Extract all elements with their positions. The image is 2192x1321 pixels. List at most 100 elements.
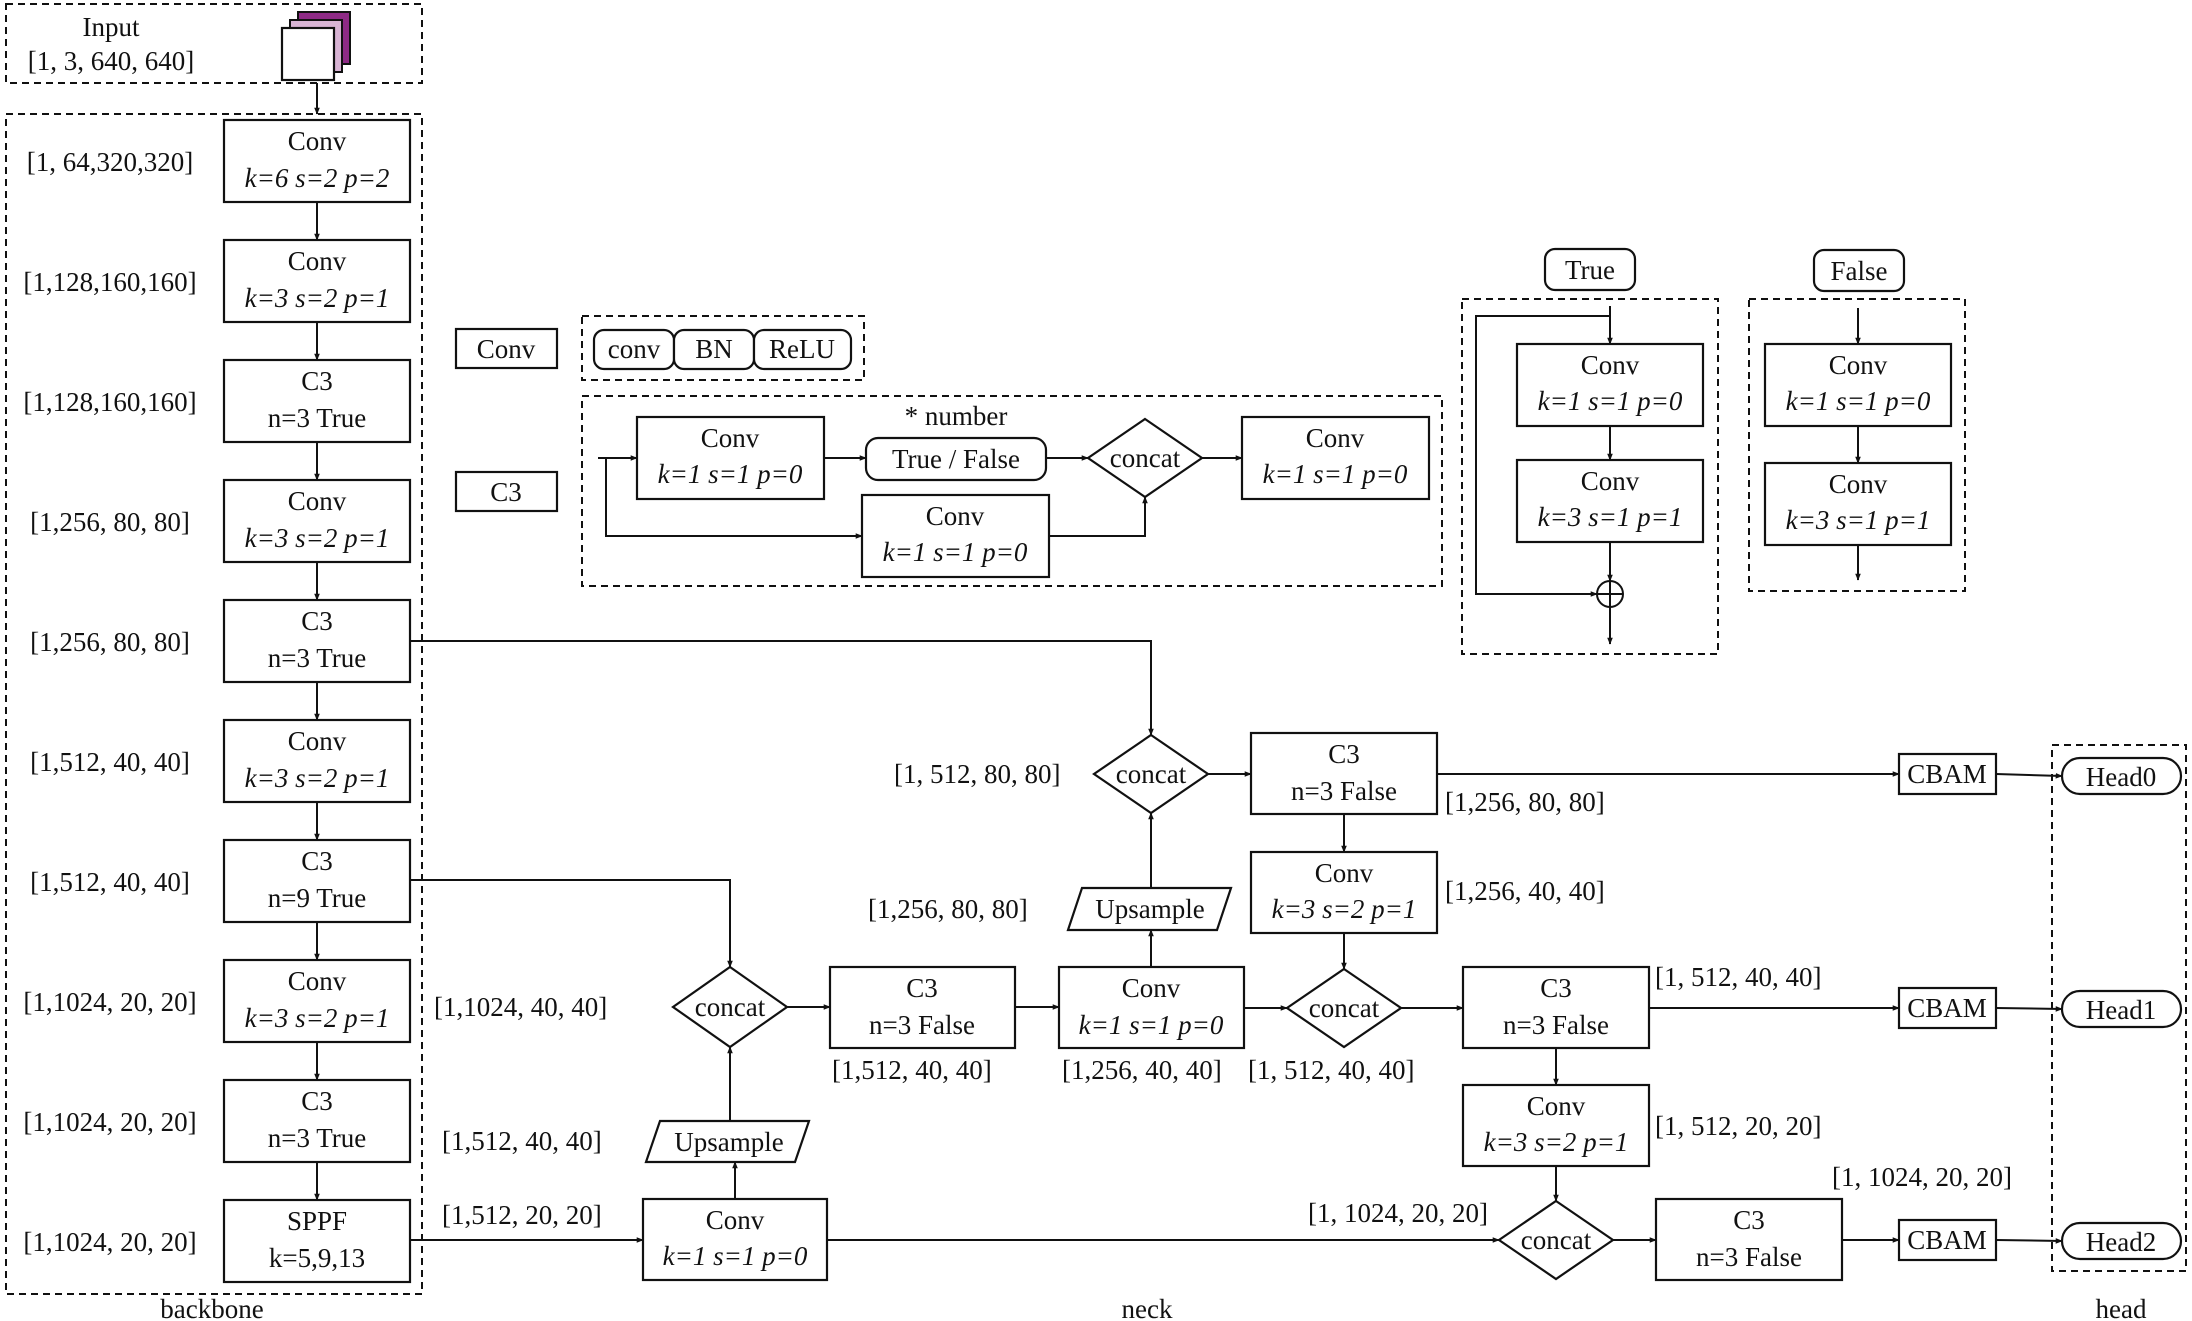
shape-c3-c-out: [1, 512, 40, 40] — [1655, 962, 1821, 992]
legend-false-conv2-params: k=3 s=1 p=1 — [1786, 505, 1931, 535]
legend-bn-part-label: BN — [695, 334, 733, 364]
backbone-block-shape: [1,128,160,160] — [23, 267, 196, 297]
backbone-block-shape: [1,256, 80, 80] — [30, 507, 190, 537]
backbone-region — [5, 113, 423, 1295]
add-icon — [1596, 580, 1624, 608]
neck-c3-d — [1654, 1197, 1844, 1282]
legend-conv-part-label: conv — [608, 334, 661, 364]
neck-c3-b — [1249, 731, 1439, 816]
legend-true-title: True — [1565, 255, 1615, 285]
backbone-block-params: n=9 True — [268, 883, 367, 913]
backbone-block-name: Conv — [288, 726, 347, 756]
neck-upsample-b-label: Upsample — [1095, 894, 1204, 924]
legend-true-conv2 — [1515, 458, 1705, 544]
backbone-block-box — [222, 238, 412, 324]
backbone-block-params: n=3 True — [268, 403, 367, 433]
backbone-block: C3 n=3 True [1,128,160,160] — [23, 358, 412, 481]
legend-true-conv1-params: k=1 s=1 p=0 — [1538, 386, 1683, 416]
backbone-caption: backbone — [160, 1294, 263, 1321]
shape-conv-b-out: [1,256, 40, 40] — [1062, 1055, 1222, 1085]
legend-c3-conv2 — [860, 493, 1051, 579]
backbone-block: C3n=9 True[1,512, 40, 40] — [30, 838, 412, 961]
legend-false-title: False — [1831, 256, 1888, 286]
neck-conv-b — [1057, 965, 1246, 1050]
shape-c3-d-out: [1, 1024, 20, 20] — [1832, 1162, 2012, 1192]
shape-concat-d-in: [1, 1024, 20, 20] — [1308, 1198, 1488, 1228]
backbone-block-box — [222, 1198, 412, 1284]
legend-true-conv1 — [1515, 342, 1705, 428]
legend-c3-box — [454, 470, 559, 513]
neck-caption: neck — [1122, 1294, 1173, 1321]
backbone-block: C3n=3 True[1,1024, 20, 20] — [23, 1078, 412, 1201]
backbone-block-name: Conv — [288, 126, 347, 156]
head-2-label: Head2 — [2086, 1227, 2156, 1257]
legend-c3-branch-label: True / False — [892, 444, 1020, 474]
shape-c3-a-out: [1,512, 40, 40] — [832, 1055, 992, 1085]
backbone-block-shape: [1,512, 40, 40] — [30, 867, 190, 897]
head-1-label: Head1 — [2086, 995, 2156, 1025]
neck-c3-a-params: n=3 False — [869, 1010, 975, 1040]
legend-false-conv1 — [1763, 342, 1953, 428]
shape-c3-b-out: [1,256, 80, 80] — [1445, 787, 1605, 817]
neck-concat-a-label: concat — [695, 992, 766, 1022]
backbone-block-params: k=5,9,13 — [269, 1243, 365, 1273]
legend-false-conv1-name: Conv — [1829, 350, 1888, 380]
neck-conv-a-name: Conv — [706, 1205, 765, 1235]
backbone-block-shape: [1,256, 80, 80] — [30, 627, 190, 657]
head-caption: head — [2096, 1294, 2147, 1321]
neck-c3-b-params: n=3 False — [1291, 776, 1397, 806]
backbone-block-shape: [1,1024, 20, 20] — [23, 1107, 196, 1137]
legend-true-conv1-name: Conv — [1581, 350, 1640, 380]
shape-conv-d-out: [1, 512, 20, 20] — [1655, 1111, 1821, 1141]
neck-concat-d-label: concat — [1521, 1225, 1592, 1255]
legend-relu-part-label: ReLU — [769, 334, 835, 364]
backbone-block-shape: [1,1024, 20, 20] — [23, 1227, 196, 1257]
image-stack-icon — [280, 11, 351, 82]
legend-true-region — [1461, 298, 1719, 655]
input-title: Input — [83, 12, 140, 42]
backbone-block-name: C3 — [301, 366, 333, 396]
backbone-block-box — [222, 478, 412, 564]
backbone-block-shape: [1,128,160,160] — [23, 387, 196, 417]
backbone-block-params: k=3 s=2 p=1 — [245, 283, 390, 313]
neck-c3-c — [1461, 965, 1651, 1050]
legend-false-conv1-params: k=1 s=1 p=0 — [1786, 386, 1931, 416]
neck-conv-b-name: Conv — [1122, 973, 1181, 1003]
cbam-1 — [1897, 986, 1998, 1030]
neck-c3-c-name: C3 — [1540, 973, 1572, 1003]
legend-conv-label: Conv — [477, 334, 536, 364]
backbone-block-params: k=3 s=2 p=1 — [245, 763, 390, 793]
legend-false-conv2-name: Conv — [1829, 469, 1888, 499]
backbone-block-name: SPPF — [287, 1206, 347, 1236]
neck-conv-c — [1249, 850, 1439, 935]
backbone-block: C3n=3 True[1,256, 80, 80] — [30, 598, 412, 721]
backbone-block-shape: [1, 64,320,320] — [27, 147, 193, 177]
backbone-block-box — [222, 1078, 412, 1164]
legend-c3-conv1 — [635, 415, 826, 501]
legend-conv-detail — [581, 315, 865, 381]
legend-c3-conv3-name: Conv — [1306, 423, 1365, 453]
neck-concat-c-label: concat — [1309, 993, 1380, 1023]
neck-upsample-a-label: Upsample — [674, 1127, 783, 1157]
neck-c3-b-name: C3 — [1328, 739, 1360, 769]
input-region — [5, 3, 423, 84]
neck-conv-c-name: Conv — [1315, 858, 1374, 888]
backbone-block-name: C3 — [301, 606, 333, 636]
legend-true-conv2-name: Conv — [1581, 466, 1640, 496]
shape-concat-a-in: [1,1024, 40, 40] — [434, 992, 607, 1022]
legend-c3-number: * number — [905, 401, 1008, 431]
backbone-block-box — [222, 958, 412, 1044]
backbone-block-params: k=3 s=2 p=1 — [245, 523, 390, 553]
legend-c3-conv3-params: k=1 s=1 p=0 — [1263, 459, 1408, 489]
head-0-label: Head0 — [2086, 762, 2156, 792]
neck-c3-d-name: C3 — [1733, 1205, 1765, 1235]
legend-c3-conv2-params: k=1 s=1 p=0 — [883, 537, 1028, 567]
cbam-2-label: CBAM — [1907, 1225, 1987, 1255]
backbone-block: SPPF k=5,9,13 [1,1024, 20, 20] — [23, 1198, 412, 1284]
